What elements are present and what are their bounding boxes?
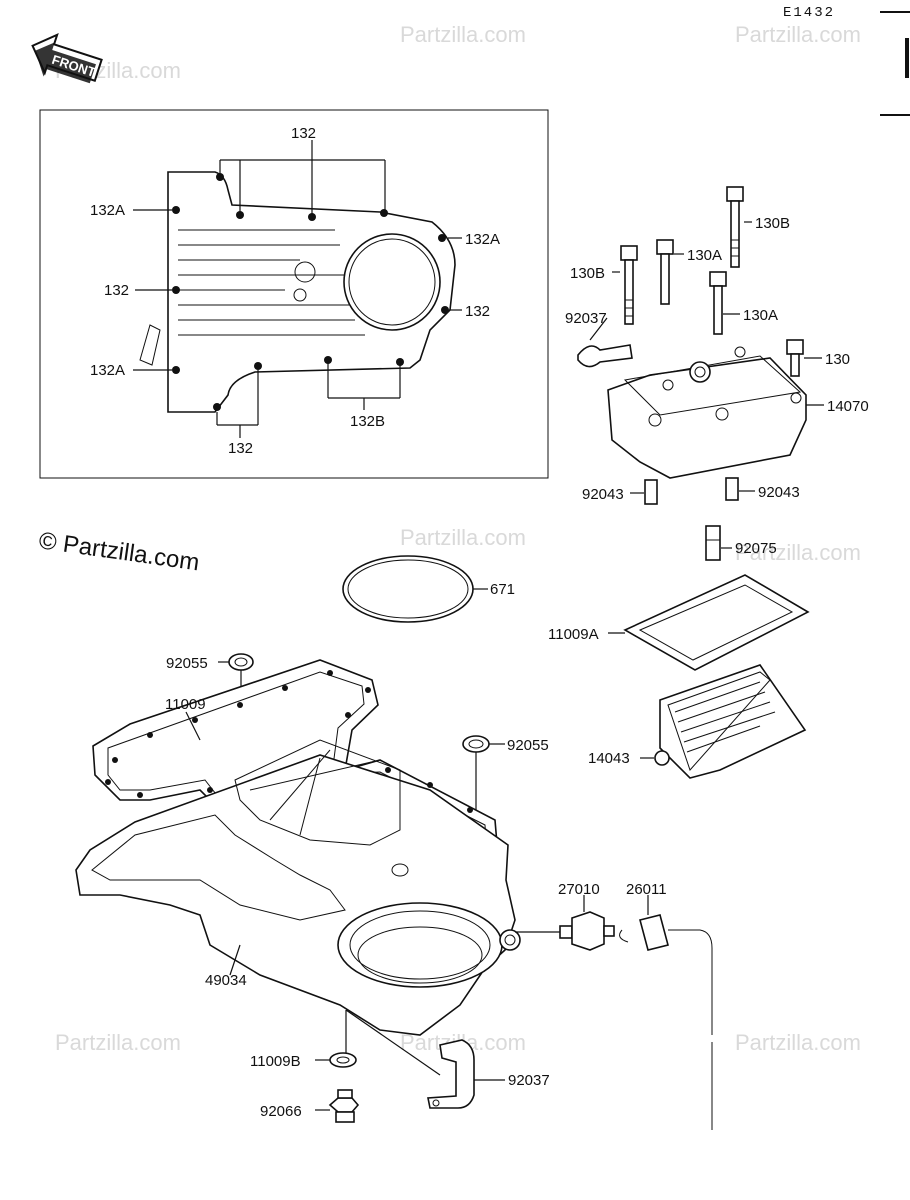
front-arrow-icon: FRONT	[31, 32, 103, 84]
callout-92037-bottom: 92037	[508, 1072, 550, 1089]
bolt-130B-left	[620, 245, 638, 325]
callout-132-right-mid: 132	[465, 303, 490, 320]
drain-plug-92066	[315, 1089, 360, 1123]
clamp-92037-top	[577, 344, 633, 368]
fitting-92075	[705, 525, 732, 561]
oil-pan-49034	[75, 739, 521, 1076]
callout-130: 130	[825, 351, 850, 368]
callout-14043: 14043	[588, 750, 630, 767]
bolt-130B-long	[726, 186, 744, 268]
callout-132-left-mid: 132	[104, 282, 129, 299]
callout-92037-top: 92037	[565, 310, 607, 327]
clamp-92037-bottom	[427, 1039, 505, 1109]
callout-92043-left: 92043	[582, 486, 624, 503]
callout-132A-left-top: 132A	[90, 202, 125, 219]
callout-92043-right: 92043	[758, 484, 800, 501]
callout-11009A: 11009A	[548, 626, 599, 643]
callout-27010: 27010	[558, 881, 600, 898]
callout-130B-top: 130B	[755, 215, 790, 232]
cover-detail	[133, 140, 462, 438]
callout-132A-right: 132A	[465, 231, 500, 248]
callout-671: 671	[490, 581, 515, 598]
seal-92055-right	[462, 735, 505, 815]
switch-lead-26011	[619, 895, 713, 1130]
callout-14070: 14070	[827, 398, 869, 415]
watermark-3: Partzilla.com	[735, 22, 861, 47]
watermark-4: Partzilla.com	[400, 525, 526, 550]
watermark-2: Partzilla.com	[400, 22, 526, 47]
gasket-11009A	[608, 574, 810, 671]
callout-130A-right: 130A	[743, 307, 778, 324]
callout-132B: 132B	[350, 413, 385, 430]
callout-130B-left: 130B	[570, 265, 605, 282]
callout-132A-left-bottom: 132A	[90, 362, 125, 379]
callout-92055-top: 92055	[166, 655, 208, 672]
callout-130A-top: 130A	[687, 247, 722, 264]
o-ring-671	[342, 555, 488, 623]
bolt-130	[786, 339, 804, 377]
copyright-text: © Partzilla.com	[37, 527, 201, 576]
bolt-130A-right	[709, 271, 727, 335]
watermarks: Partzilla.com Partzilla.com Partzilla.co…	[55, 22, 861, 1055]
cover-detail-frame	[39, 109, 549, 479]
edge-mark	[905, 38, 909, 78]
callout-26011: 26011	[626, 881, 667, 898]
watermark-6: Partzilla.com	[55, 1030, 181, 1055]
bolts-group	[612, 186, 822, 377]
watermark-5: Partzilla.com	[735, 540, 861, 565]
watermark-8: Partzilla.com	[735, 1030, 861, 1055]
bolt-130A-top	[656, 239, 674, 305]
callout-11009B: 11009B	[250, 1053, 301, 1070]
callout-92075: 92075	[735, 540, 777, 557]
callout-49034: 49034	[205, 972, 247, 989]
callout-11009: 11009	[165, 696, 206, 713]
callout-132-top: 132	[291, 125, 316, 142]
callout-92066: 92066	[260, 1103, 302, 1120]
callout-92055-right: 92055	[507, 737, 549, 754]
grommet-92043-left	[644, 479, 658, 505]
oil-pressure-switch-27010	[515, 895, 615, 951]
baffle-14043	[640, 664, 807, 779]
washer-11009B	[315, 1052, 357, 1068]
breather-cover-14070	[577, 317, 824, 505]
diagram-code: E1432	[783, 5, 835, 21]
callout-132-bottom: 132	[228, 440, 253, 457]
grommet-92043-right	[725, 477, 739, 501]
